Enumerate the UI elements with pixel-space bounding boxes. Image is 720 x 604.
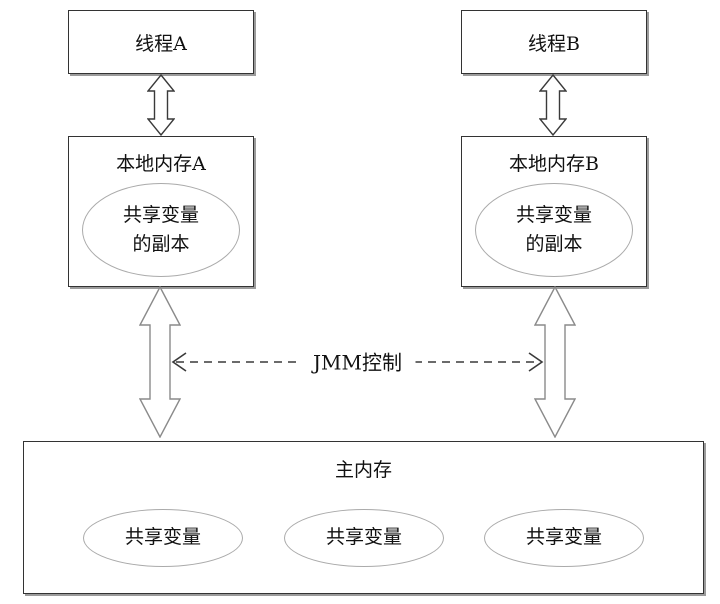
local-memory-b-label: 本地内存B — [509, 153, 599, 175]
double-arrow-icon — [539, 74, 567, 136]
main-memory-label: 主内存 — [334, 459, 392, 481]
double-arrow-icon — [147, 74, 175, 136]
shared-variable-label: 共享变量 — [325, 526, 402, 549]
shared-variable-ellipse: 共享变量 — [284, 509, 444, 567]
copy-line-2: 的副本 — [525, 233, 583, 255]
thread-b-box: 线程B — [461, 10, 647, 74]
shared-variable-copy-ellipse: 共享变量 的副本 — [82, 183, 240, 277]
copy-line-1: 共享变量 — [515, 203, 592, 226]
shared-variable-copy-ellipse: 共享变量 的副本 — [475, 183, 633, 277]
dashed-double-arrow-icon — [171, 352, 544, 372]
copy-line-1: 共享变量 — [122, 203, 199, 226]
main-memory-box: 主内存 共享变量 共享变量 共享变量 — [23, 441, 704, 594]
thread-a-label: 线程A — [135, 32, 187, 55]
double-arrow-icon — [534, 286, 576, 438]
shared-variable-ellipse: 共享变量 — [484, 509, 644, 567]
copy-line-2: 的副本 — [132, 233, 190, 255]
shared-variable-label: 共享变量 — [124, 526, 201, 549]
shared-variable-ellipse: 共享变量 — [83, 509, 243, 567]
local-memory-a-box: 本地内存A 共享变量 的副本 — [68, 136, 254, 287]
local-memory-a-label: 本地内存A — [116, 153, 206, 175]
thread-b-label: 线程B — [528, 32, 580, 55]
jmm-control-label: JMM控制 — [299, 346, 416, 376]
double-arrow-icon — [139, 286, 181, 438]
thread-a-box: 线程A — [68, 10, 254, 74]
jmm-control-connector: JMM控制 — [170, 346, 545, 376]
shared-variable-label: 共享变量 — [525, 526, 602, 549]
local-memory-b-box: 本地内存B 共享变量 的副本 — [461, 136, 647, 287]
